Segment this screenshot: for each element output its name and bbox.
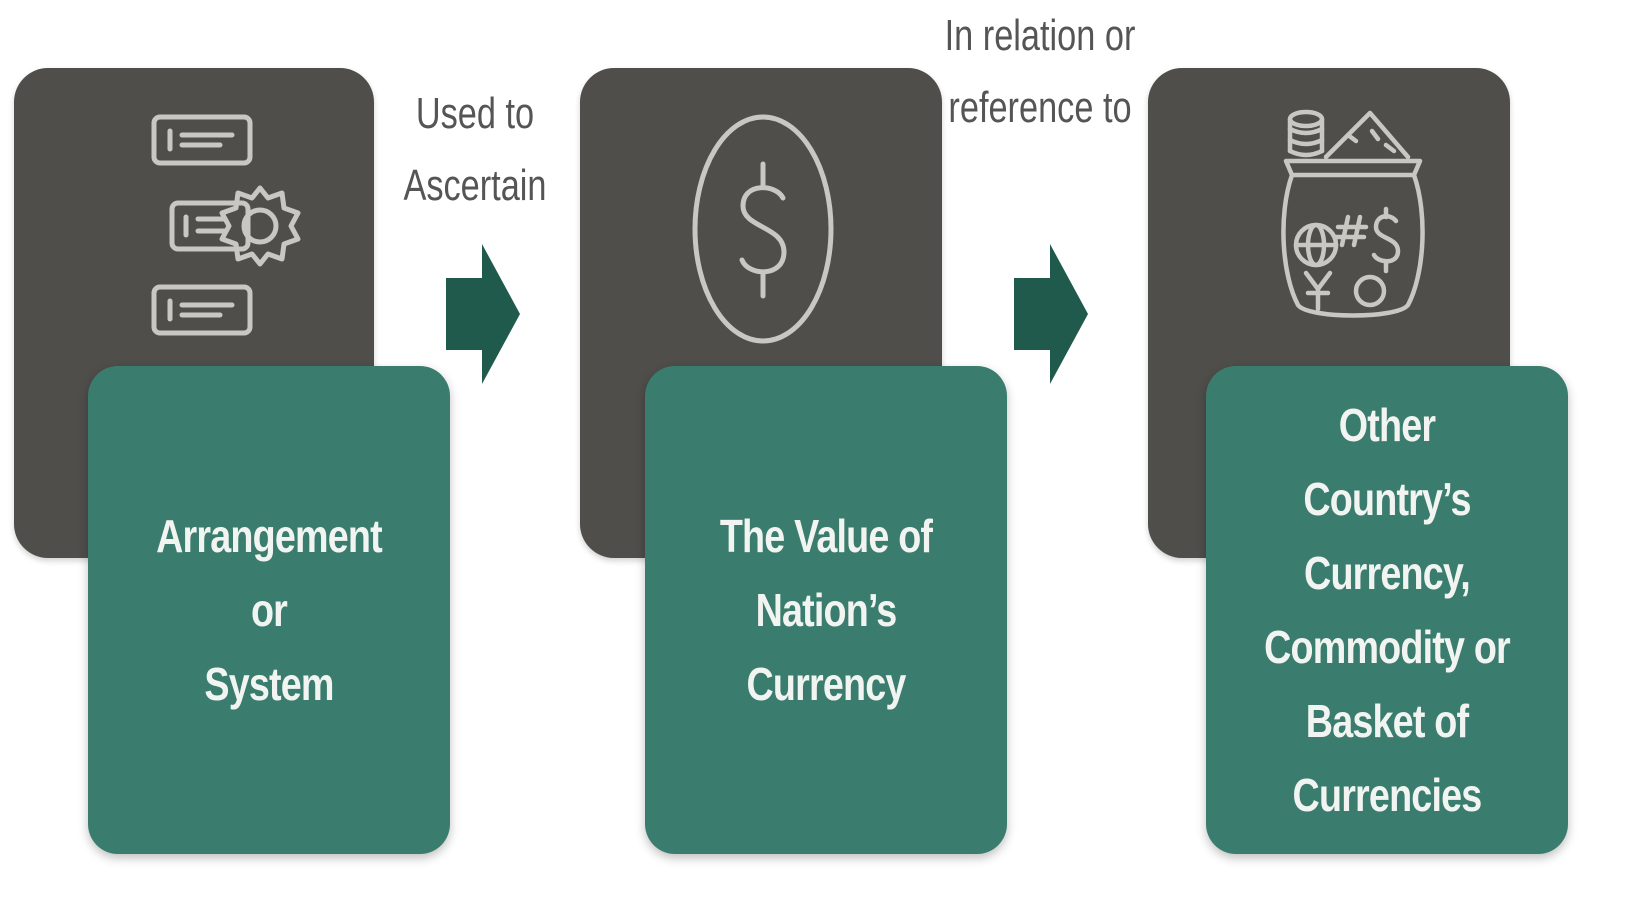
step-1-card: Arrangement or System xyxy=(88,366,450,854)
step-3-card: Other Country’s Currency, Commodity or B… xyxy=(1206,366,1568,854)
arrow-right-icon xyxy=(1014,244,1088,384)
settings-list-icon xyxy=(151,114,301,336)
currency-basket-icon xyxy=(1281,109,1425,318)
step-2-label: The Value of Nation’s Currency xyxy=(719,510,933,710)
step-3-label: Other Country’s Currency, Commodity or B… xyxy=(1264,399,1511,821)
connector-2-label: In relation or reference to xyxy=(944,11,1136,132)
arrow-right-icon xyxy=(446,244,520,384)
dollar-coin-icon xyxy=(692,114,834,344)
step-1-label: Arrangement or System xyxy=(156,510,383,710)
step-2-card: The Value of Nation’s Currency xyxy=(645,366,1007,854)
connector-1-label: Used to Ascertain xyxy=(403,89,547,210)
